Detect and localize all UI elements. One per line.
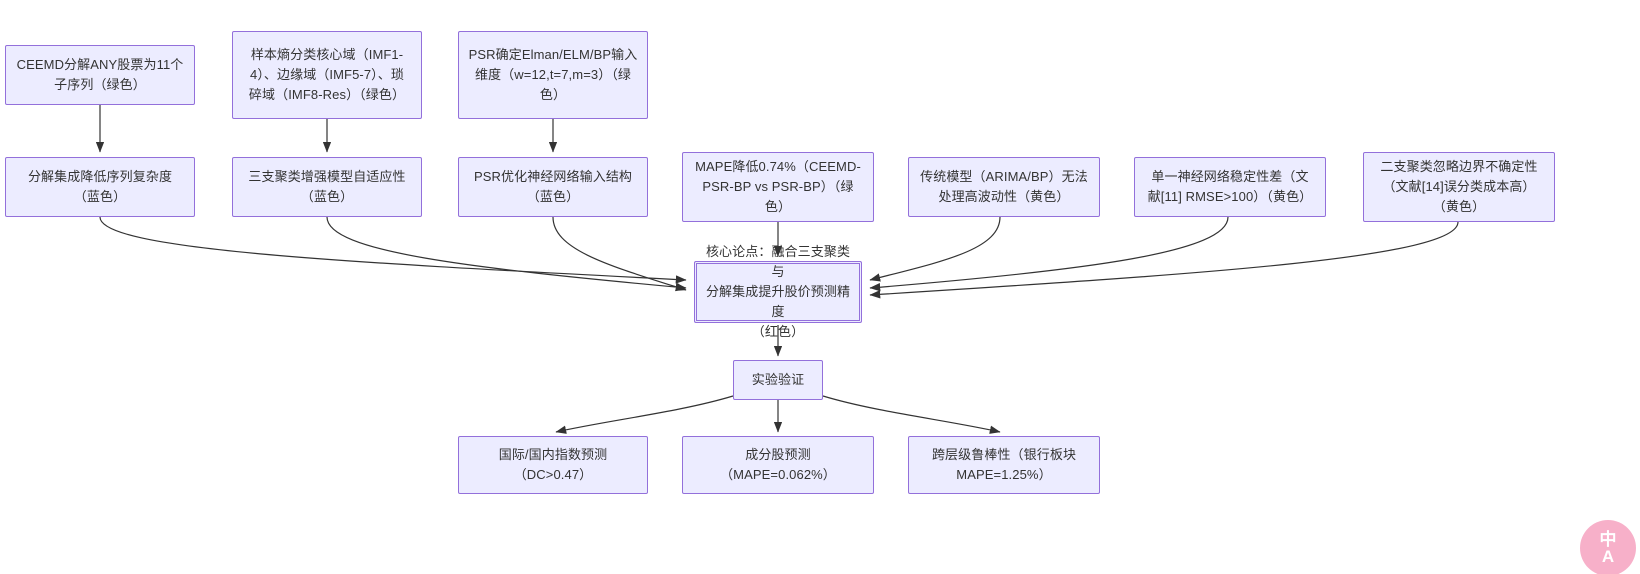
node-label-m3: PSR确定Elman/ELM/BP输入 维度（w=12,t=7,m=3）（绿 色… [468, 46, 638, 103]
node-c3[interactable]: 二支聚类忽略边界不确定性 （文献[14]误分类成本高） （黄色） [1363, 152, 1555, 222]
node-label-s4: MAPE降低0.74%（CEEMD- PSR-BP vs PSR-BP）（绿 色… [695, 158, 861, 215]
node-m3[interactable]: PSR确定Elman/ELM/BP输入 维度（w=12,t=7,m=3）（绿 色… [458, 31, 648, 119]
node-label-m1: CEEMD分解ANY股票为11个 子序列（绿色） [16, 56, 184, 92]
edge-exp-to-r3 [822, 395, 1001, 434]
watermark-line-1: 中 [1599, 530, 1617, 549]
edge-s1-to-core [99, 216, 687, 284]
node-s2[interactable]: 三支聚类增强模型自适应性 （蓝色） [232, 157, 422, 217]
edge-c1-to-core [869, 216, 1001, 282]
node-s3[interactable]: PSR优化神经网络输入结构 （蓝色） [458, 157, 648, 217]
watermark-line-2: A [1601, 547, 1615, 566]
node-s1[interactable]: 分解集成降低序列复杂度 （蓝色） [5, 157, 195, 217]
node-m1[interactable]: CEEMD分解ANY股票为11个 子序列（绿色） [5, 45, 195, 105]
node-label-s1: 分解集成降低序列复杂度 （蓝色） [27, 168, 173, 204]
node-label-core: 核心论点：融合三支聚类与 分解集成提升股价预测精度 （红色） [705, 243, 851, 340]
node-label-s3: PSR优化神经网络输入结构 （蓝色） [473, 168, 633, 204]
edge-s2-to-core [326, 216, 687, 292]
node-label-r2: 成分股预测 （MAPE=0.062%） [720, 446, 836, 482]
node-label-exp: 实验验证 [751, 371, 805, 387]
edge-c3-to-core [869, 221, 1459, 299]
node-label-m2: 样本熵分类核心域（IMF1- 4）、边缘域（IMF5-7）、琐 碎域（IMF8-… [248, 46, 406, 103]
node-c1[interactable]: 传统模型（ARIMA/BP）无法 处理高波动性（黄色） [908, 157, 1100, 217]
edge-c2-to-core [869, 216, 1229, 292]
node-exp[interactable]: 实验验证 [733, 360, 823, 400]
node-c2[interactable]: 单一神经网络稳定性差（文 献[11] RMSE>100）（黄色） [1134, 157, 1326, 217]
node-r1[interactable]: 国际/国内指数预测 （DC>0.47） [458, 436, 648, 494]
node-r2[interactable]: 成分股预测 （MAPE=0.062%） [682, 436, 874, 494]
edge-s3-to-core [552, 216, 687, 291]
node-label-c1: 传统模型（ARIMA/BP）无法 处理高波动性（黄色） [920, 168, 1088, 204]
watermark-badge: 中 A [1580, 520, 1636, 574]
node-label-s2: 三支聚类增强模型自适应性 （蓝色） [248, 168, 406, 204]
node-m2[interactable]: 样本熵分类核心域（IMF1- 4）、边缘域（IMF5-7）、琐 碎域（IMF8-… [232, 31, 422, 119]
node-label-r1: 国际/国内指数预测 （DC>0.47） [498, 446, 608, 482]
node-s4[interactable]: MAPE降低0.74%（CEEMD- PSR-BP vs PSR-BP）（绿 色… [682, 152, 874, 222]
node-r3[interactable]: 跨层级鲁棒性（银行板块 MAPE=1.25%） [908, 436, 1100, 494]
node-label-r3: 跨层级鲁棒性（银行板块 MAPE=1.25%） [931, 446, 1077, 482]
node-label-c2: 单一神经网络稳定性差（文 献[11] RMSE>100）（黄色） [1147, 168, 1313, 204]
node-core[interactable]: 核心论点：融合三支聚类与 分解集成提升股价预测精度 （红色） [694, 244, 862, 339]
edge-exp-to-r1 [555, 395, 734, 434]
node-label-c3: 二支聚类忽略边界不确定性 （文献[14]误分类成本高） （黄色） [1380, 158, 1538, 215]
